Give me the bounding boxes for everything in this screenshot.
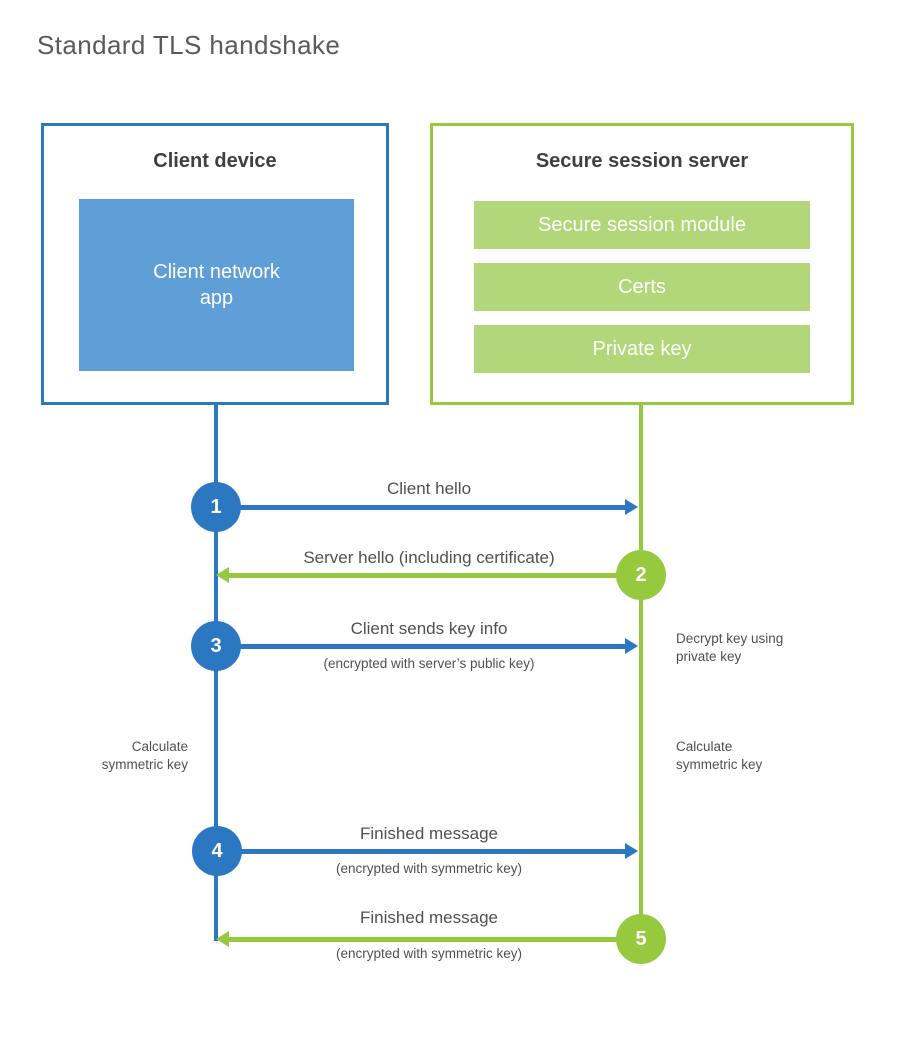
step5-number-badge: 5 <box>616 914 666 964</box>
server-module-certs: Certs <box>474 263 810 311</box>
step3-message-label: Client sends key info <box>350 619 508 638</box>
calculate-symmetric-key-note-client: Calculate symmetric key <box>101 739 188 772</box>
step3-arrow-client-to-server <box>216 638 638 654</box>
client-device-box: Client device Client network app <box>41 123 389 405</box>
step5-arrow-server-to-client <box>216 931 641 947</box>
client-device-title: Client device <box>153 150 277 172</box>
step3-message-sublabel: (encrypted with server’s public key) <box>323 656 535 671</box>
calculate-symmetric-key-note-server: Calculate symmetric key <box>676 739 763 772</box>
page-title: Standard TLS handshake <box>37 30 341 60</box>
step2-number-badge: 2 <box>616 550 666 600</box>
step4-message-label: Finished message <box>360 824 498 843</box>
step5-message-label: Finished message <box>360 908 498 927</box>
secure-session-server-title: Secure session server <box>535 150 749 172</box>
step1-arrow-client-to-server <box>216 499 638 515</box>
step1-number-badge: 1 <box>191 482 241 532</box>
step4-number-badge: 4 <box>192 826 242 876</box>
client-network-app-block: Client network app <box>79 199 354 371</box>
step4-message-sublabel: (encrypted with symmetric key) <box>335 861 523 876</box>
step5-message-sublabel: (encrypted with symmetric key) <box>335 946 523 961</box>
server-module-private-key: Private key <box>474 325 810 373</box>
step3-number-badge: 3 <box>191 621 241 671</box>
secure-session-server-box: Secure session server Secure session mod… <box>430 123 854 405</box>
client-lifeline <box>214 405 218 941</box>
step2-arrow-server-to-client <box>216 567 641 583</box>
server-module-secure-session-module: Secure session module <box>474 201 810 249</box>
step4-arrow-client-to-server <box>216 843 638 859</box>
step2-message-label: Server hello (including certificate) <box>303 548 555 567</box>
server-lifeline <box>639 405 643 939</box>
decrypt-key-note: Decrypt key using private key <box>676 631 784 664</box>
step1-message-label: Client hello <box>386 479 472 498</box>
